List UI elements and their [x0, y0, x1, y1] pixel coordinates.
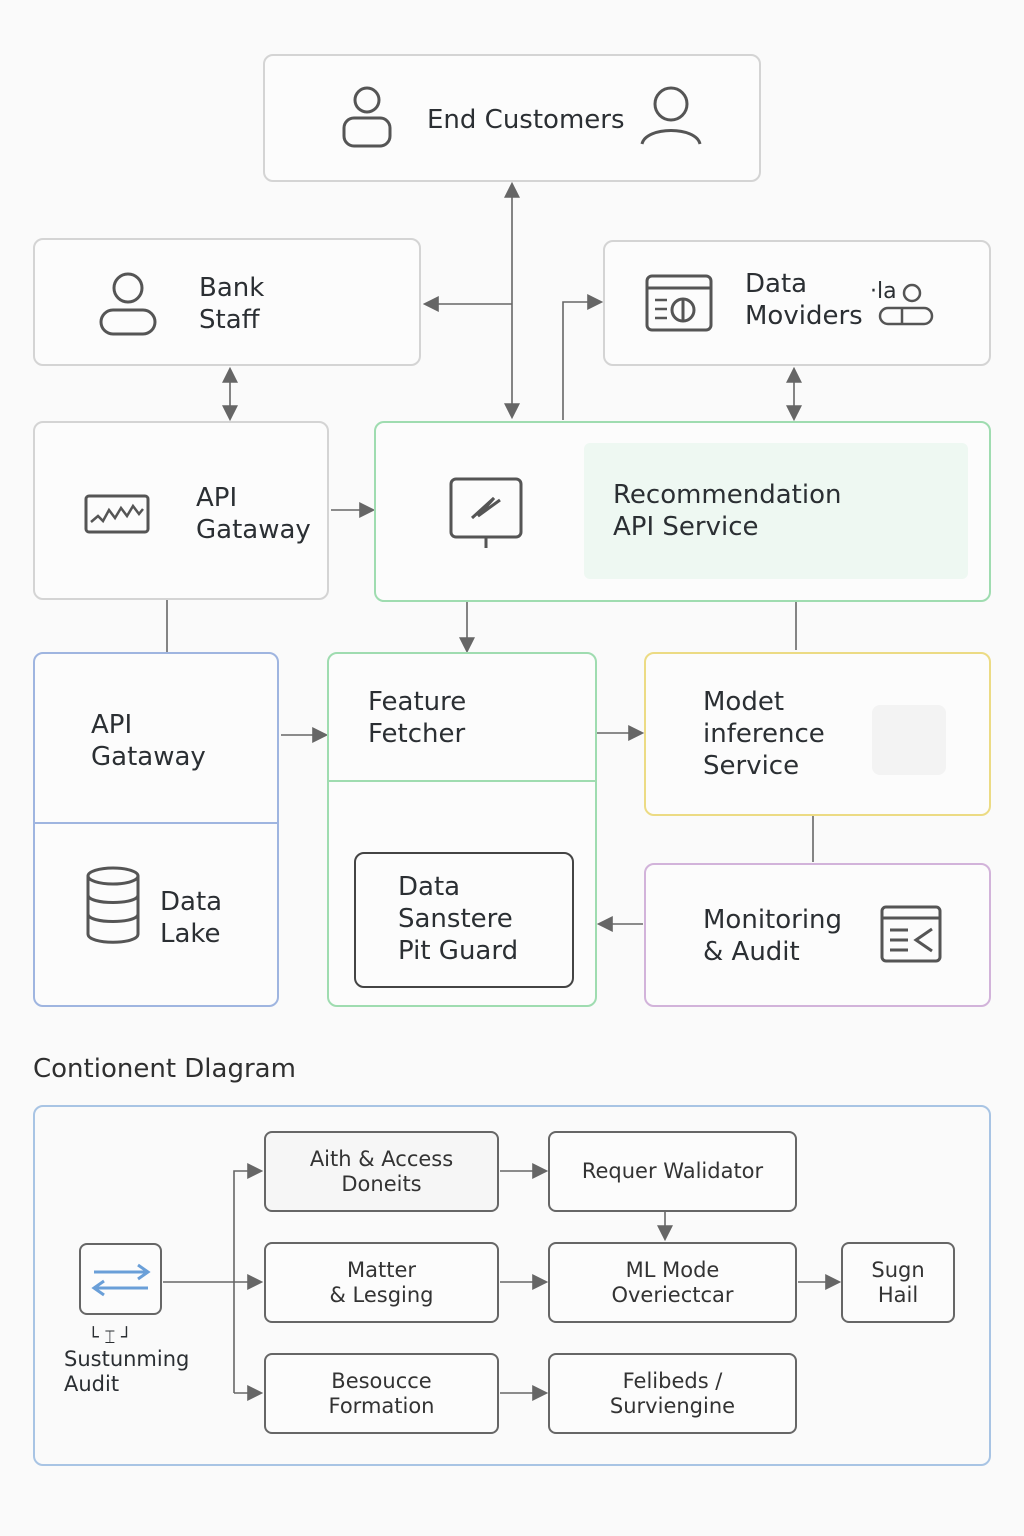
container-diagram-heading: Contionent Dlagram [33, 1054, 296, 1084]
divider [329, 780, 595, 782]
person-icon [99, 272, 157, 336]
monitor-chart-icon [84, 494, 150, 534]
request-validator-box[interactable]: Requer Walidator [548, 1131, 797, 1212]
data-providers-box[interactable] [603, 240, 991, 366]
person-icon [640, 86, 702, 145]
dashboard-icon [645, 274, 713, 332]
data-providers-label: Data Moviders [745, 269, 863, 331]
data-guard-box[interactable] [354, 852, 574, 988]
monitoring-audit-box[interactable] [644, 863, 991, 1007]
bank-staff-label: Bank Staff [199, 273, 265, 335]
placeholder-tile [872, 705, 946, 775]
api-gateway-top-label: API Gataway [196, 483, 311, 545]
source-bracket: └ ⌶ ┘ [88, 1327, 132, 1348]
signpost-icon [449, 477, 523, 548]
feedbacks-box[interactable]: Felibeds / Surviengine [548, 1353, 797, 1434]
recommendation-label: Recommendation API Service [613, 480, 842, 542]
feature-fetcher-label: Feature Fetcher [368, 687, 467, 749]
data-lake-label: Data Lake [160, 887, 223, 949]
api-gateway-top-box[interactable] [33, 421, 329, 600]
divider [35, 822, 277, 824]
container-diagram-frame [33, 1105, 991, 1466]
api-gateway-data-lake-box[interactable] [33, 652, 279, 1007]
model-inference-label: Modet inference Service [703, 687, 825, 781]
ml-mode-box[interactable]: ML Mode Overiectcar [548, 1242, 797, 1323]
monitoring-label: Monitoring & Audit [703, 905, 843, 967]
users-icon [878, 283, 934, 326]
matter-logging-box[interactable]: Matter & Lesging [264, 1242, 499, 1323]
end-customers-label: End Customers [427, 105, 625, 135]
data-guard-label: Data Sanstere Pit Guard [398, 872, 519, 966]
bank-staff-box[interactable] [33, 238, 421, 366]
sync-icon-box[interactable] [79, 1243, 162, 1315]
person-icon [342, 86, 392, 148]
database-icon [86, 866, 140, 944]
source-label: Sustunming Audit [64, 1347, 190, 1396]
log-list-icon [880, 905, 942, 963]
sugn-hail-box[interactable]: Sugn Hail [841, 1242, 955, 1323]
sync-arrows-icon [91, 1263, 151, 1297]
resource-formation-box[interactable]: Besoucce Formation [264, 1353, 499, 1434]
data-providers-badge: ·la [870, 279, 897, 304]
auth-access-box[interactable]: Aith & Access Doneits [264, 1131, 499, 1212]
recommendation-highlight [584, 443, 968, 579]
api-gateway-left-label: API Gataway [91, 710, 206, 772]
